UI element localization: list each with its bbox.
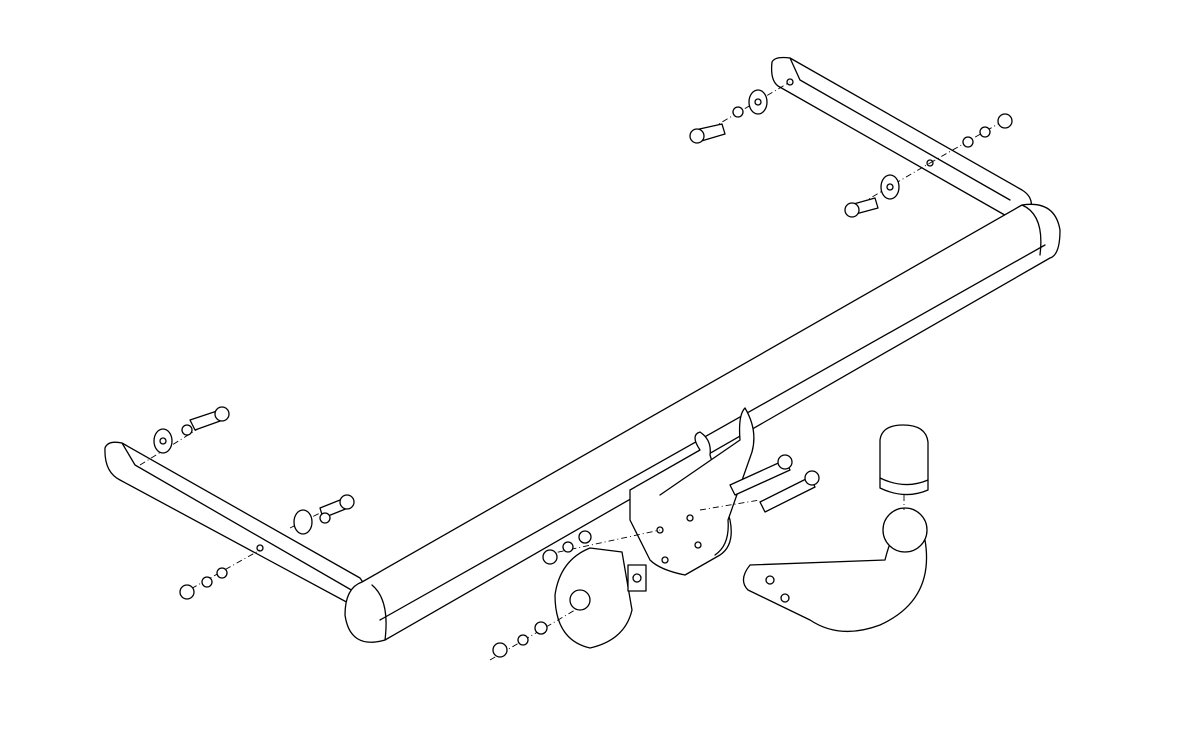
fasteners <box>139 81 1013 661</box>
crossbar-tube <box>344 203 1061 643</box>
tow-ball-neck <box>742 424 929 633</box>
left-side-bracket <box>104 441 376 613</box>
right-side-bracket <box>770 56 1033 219</box>
tow-ball <box>882 507 928 553</box>
socket-bracket <box>554 547 647 649</box>
ball-cover-cap <box>879 424 929 496</box>
center-mount-plates <box>629 407 755 576</box>
